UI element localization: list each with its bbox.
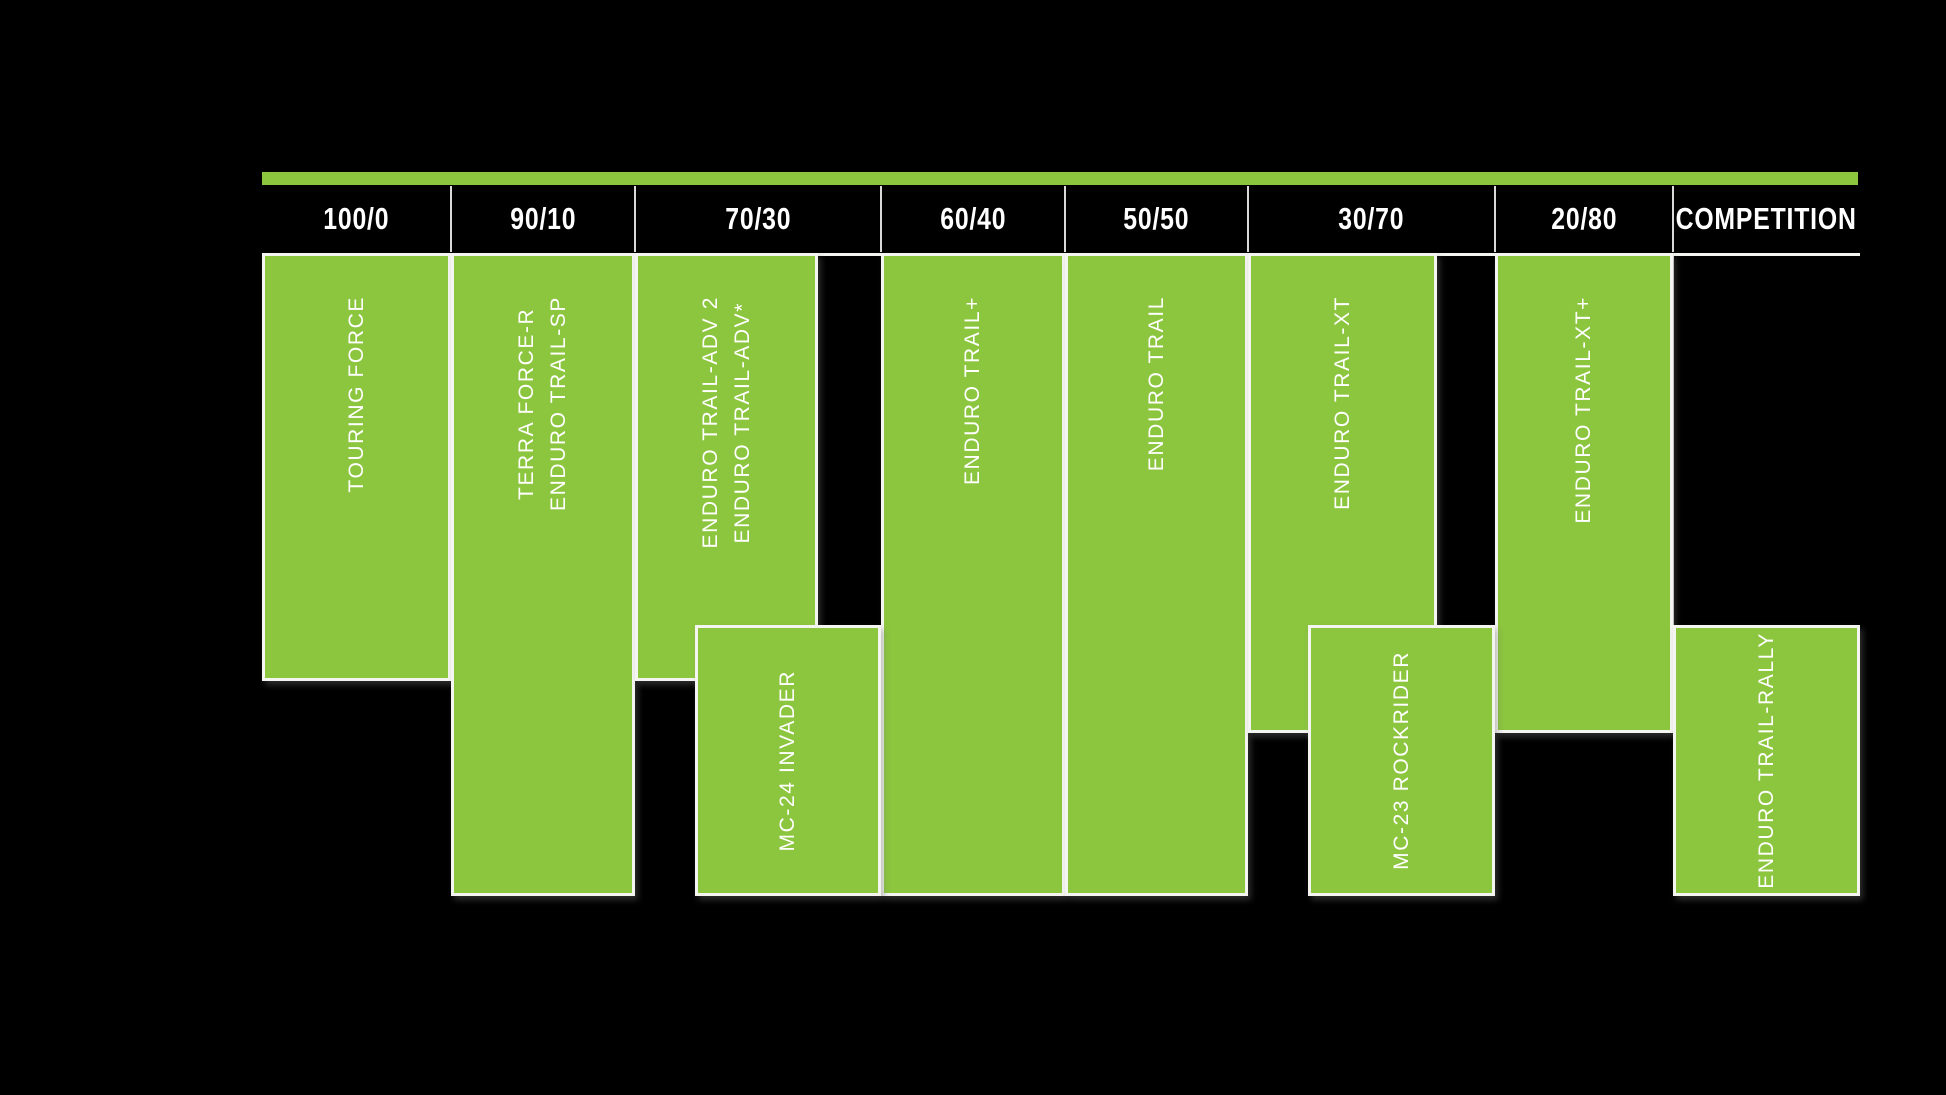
header-separator — [1064, 186, 1066, 252]
product-label: TOURING FORCE — [341, 296, 373, 493]
product-label: MC-24 INVADER — [772, 670, 804, 851]
product-label-line: ENDURO TRAIL — [1144, 296, 1168, 472]
product-label: ENDURO TRAIL-RALLY — [1751, 632, 1783, 889]
product-label-line: MC-24 INVADER — [776, 669, 799, 852]
product-label-line: ENDURO TRAIL-ADV* — [730, 301, 754, 543]
column-header-100-0: 100/0 — [262, 185, 451, 253]
product-block-mc-24-invader: MC-24 INVADER — [695, 625, 881, 896]
column-header-competition: COMPETITION — [1673, 185, 1860, 253]
column-header-label: 20/80 — [1550, 201, 1618, 236]
header-separator — [1494, 186, 1496, 252]
product-label-line: ENDURO TRAIL-ADV 2 — [698, 296, 722, 549]
product-block-enduro-trail-adv-2: ENDURO TRAIL-ADV 2 ENDURO TRAIL-ADV* — [635, 253, 818, 681]
product-label-line: MC-23 ROCKRIDER — [1389, 651, 1413, 870]
column-header-label: COMPETITION — [1675, 201, 1858, 236]
column-header-30-70: 30/70 — [1248, 185, 1495, 253]
product-block-enduro-trail: ENDURO TRAIL+ — [881, 253, 1065, 896]
product-block-enduro-trail: ENDURO TRAIL — [1065, 253, 1248, 896]
header-separator — [450, 186, 452, 252]
competition-column-guide-line — [1672, 255, 1674, 627]
product-block-enduro-trail-xt: ENDURO TRAIL-XT+ — [1495, 253, 1673, 733]
column-header-label: 90/10 — [509, 201, 577, 236]
column-header-50-50: 50/50 — [1065, 185, 1248, 253]
product-label: ENDURO TRAIL-XT+ — [1568, 296, 1600, 524]
product-label: ENDURO TRAIL-ADV 2 ENDURO TRAIL-ADV* — [695, 296, 759, 548]
product-label-line: ENDURO TRAIL-XT — [1330, 296, 1354, 510]
product-label-line: ENDURO TRAIL-SP — [547, 296, 570, 511]
product-label: ENDURO TRAIL+ — [957, 296, 989, 485]
column-header-60-40: 60/40 — [881, 185, 1065, 253]
column-header-label: 70/30 — [724, 201, 792, 236]
product-label-line: ENDURO TRAIL-XT+ — [1572, 296, 1595, 524]
product-label-line: TERRA FORCE-R — [515, 307, 538, 500]
top-accent-bar — [262, 172, 1858, 185]
product-label: ENDURO TRAIL — [1141, 296, 1173, 471]
product-label-line: ENDURO TRAIL-RALLY — [1754, 632, 1778, 889]
column-header-90-10: 90/10 — [451, 185, 635, 253]
product-label: ENDURO TRAIL-XT — [1327, 296, 1359, 510]
header-separator — [1672, 186, 1674, 252]
product-block-touring-force: TOURING FORCE — [262, 253, 451, 681]
product-block-enduro-trail-rally: ENDURO TRAIL-RALLY — [1673, 625, 1860, 896]
product-label-line: TOURING FORCE — [344, 296, 368, 493]
column-header-label: 50/50 — [1123, 201, 1190, 236]
header-separator — [634, 186, 636, 252]
header-separator — [880, 186, 882, 252]
product-block-terra-force-r: TERRA FORCE-R ENDURO TRAIL-SP — [451, 253, 635, 896]
product-label: TERRA FORCE-R ENDURO TRAIL-SP — [511, 296, 575, 511]
column-header-20-80: 20/80 — [1495, 185, 1673, 253]
product-label-line: ENDURO TRAIL+ — [961, 296, 984, 486]
product-label: MC-23 ROCKRIDER — [1386, 651, 1418, 870]
column-header-label: 60/40 — [939, 201, 1007, 236]
header-separator — [1247, 186, 1249, 252]
column-header-70-30: 70/30 — [635, 185, 881, 253]
column-header-label: 100/0 — [323, 201, 390, 236]
product-block-mc-23-rockrider: MC-23 ROCKRIDER — [1308, 625, 1495, 896]
column-header-label: 30/70 — [1338, 201, 1405, 236]
